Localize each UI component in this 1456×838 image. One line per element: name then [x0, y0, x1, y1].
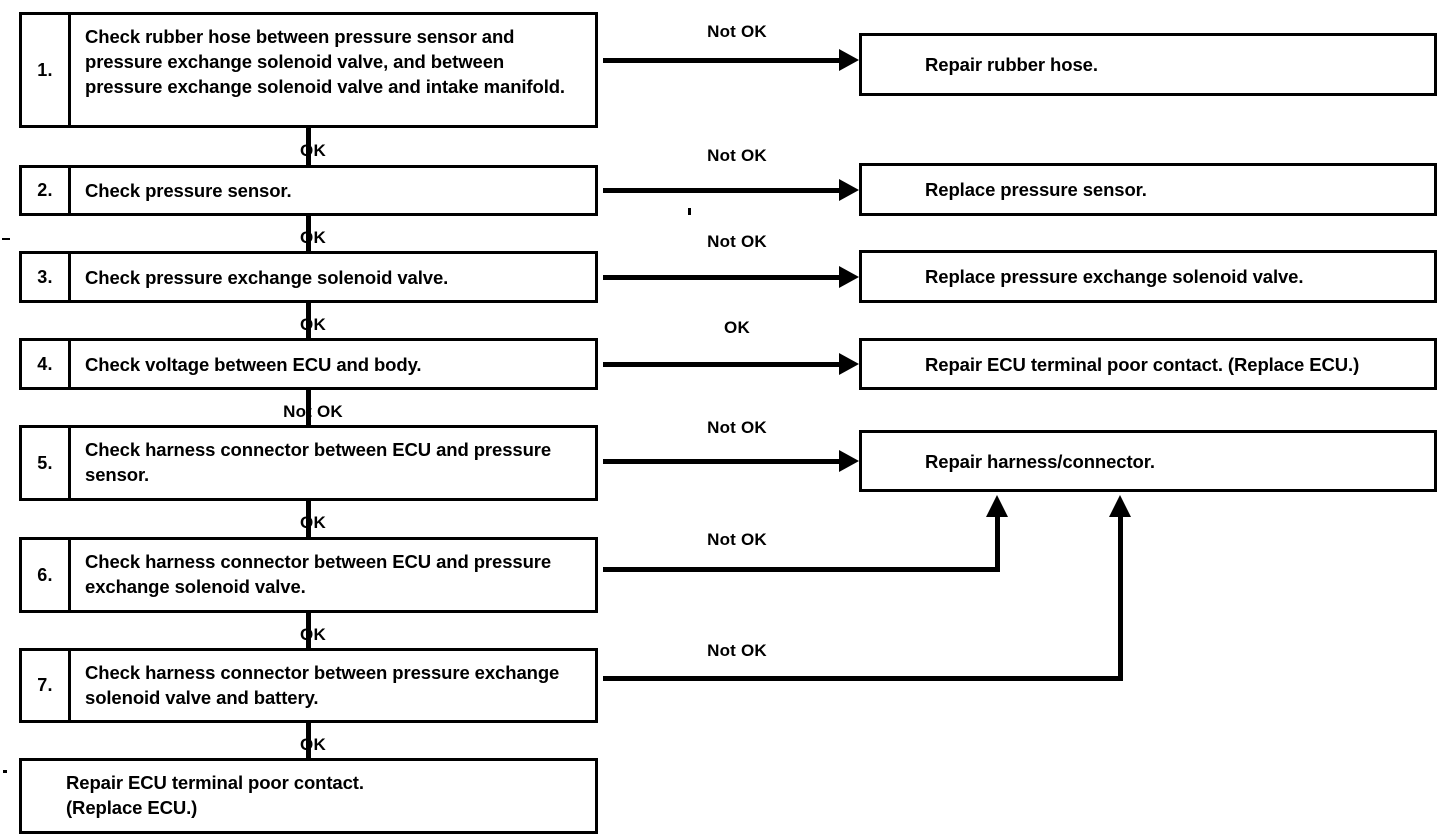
flow-connector-2-3	[306, 216, 311, 251]
branch-arrowhead-5	[839, 450, 859, 472]
final-result-line2: (Replace ECU.)	[66, 797, 198, 818]
outcome-text-3: Replace pressure exchange solenoid valve…	[925, 266, 1304, 287]
flow-label-2-3: OK	[300, 228, 326, 247]
branch-line-4	[603, 362, 839, 367]
scan-speck	[3, 770, 7, 773]
scan-speck	[688, 208, 691, 215]
flow-connector-6-7	[306, 613, 311, 648]
step-box-4[interactable]: 4. Check voltage between ECU and body.	[19, 338, 598, 390]
step-box-1[interactable]: 1. Check rubber hose between pressure se…	[19, 12, 598, 128]
branch-line-5	[603, 459, 839, 464]
branch-line-2	[603, 188, 839, 193]
step-text-7: Check harness connector between pressure…	[85, 662, 560, 708]
flow-label-1-2: OK	[300, 141, 326, 160]
branch-label-2: Not OK	[707, 146, 767, 165]
step-number-4: 4.	[22, 341, 71, 387]
step-number-6: 6.	[22, 540, 71, 610]
outcome-box-repair-harness-connector[interactable]: Repair harness/connector.	[859, 430, 1437, 492]
outcome-text-5: Repair harness/connector.	[925, 450, 1155, 472]
flow-connector-7-final	[306, 723, 311, 758]
flow-connector-1-2	[306, 128, 311, 165]
branch-arrowhead-2	[839, 179, 859, 201]
branch-line-7	[603, 676, 1123, 681]
branch-label-6: Not OK	[707, 530, 767, 549]
outcome-text-4: Repair ECU terminal poor contact. (Repla…	[925, 353, 1360, 375]
branch-arrowhead-7	[1109, 495, 1131, 517]
step-number-5: 5.	[22, 428, 71, 498]
branch-label-1: Not OK	[707, 22, 767, 41]
step-box-5[interactable]: 5. Check harness connector between ECU a…	[19, 425, 598, 501]
branch-line-3	[603, 275, 839, 280]
branch-riser-7	[1118, 516, 1123, 678]
step-text-3: Check pressure exchange solenoid valve.	[85, 266, 449, 288]
branch-line-6	[603, 567, 1000, 572]
scan-speck	[2, 238, 10, 240]
flow-label-3-4: OK	[300, 315, 326, 334]
branch-arrowhead-6	[986, 495, 1008, 517]
outcome-box-replace-pressure-sensor[interactable]: Replace pressure sensor.	[859, 163, 1437, 216]
branch-arrowhead-1	[839, 49, 859, 71]
branch-line-1	[603, 58, 839, 63]
flow-label-4-5: Not OK	[283, 402, 343, 421]
flow-connector-4-5	[306, 390, 311, 425]
flow-connector-5-6	[306, 501, 311, 537]
step-box-2[interactable]: 2. Check pressure sensor.	[19, 165, 598, 216]
step-box-7[interactable]: 7. Check harness connector between press…	[19, 648, 598, 723]
branch-label-5: Not OK	[707, 418, 767, 437]
branch-riser-6	[995, 516, 1000, 569]
step-box-6[interactable]: 6. Check harness connector between ECU a…	[19, 537, 598, 613]
step-number-1: 1.	[22, 15, 71, 125]
flow-connector-3-4	[306, 303, 311, 338]
step-number-3: 3.	[22, 254, 71, 300]
branch-label-3: Not OK	[707, 232, 767, 251]
branch-arrowhead-4	[839, 353, 859, 375]
outcome-text-2: Replace pressure sensor.	[925, 179, 1147, 200]
branch-label-4: OK	[724, 318, 750, 337]
step-box-3[interactable]: 3. Check pressure exchange solenoid valv…	[19, 251, 598, 303]
step-text-5: Check harness connector between ECU and …	[85, 439, 552, 485]
outcome-box-replace-solenoid-valve[interactable]: Replace pressure exchange solenoid valve…	[859, 250, 1437, 303]
outcome-box-repair-ecu-terminal[interactable]: Repair ECU terminal poor contact. (Repla…	[859, 338, 1437, 390]
branch-arrowhead-3	[839, 266, 859, 288]
final-result-box[interactable]: Repair ECU terminal poor contact. (Repla…	[19, 758, 598, 834]
step-text-6: Check harness connector between ECU and …	[85, 551, 552, 597]
outcome-box-repair-rubber-hose[interactable]: Repair rubber hose.	[859, 33, 1437, 96]
step-number-2: 2.	[22, 168, 71, 213]
step-text-1: Check rubber hose between pressure senso…	[85, 26, 565, 97]
flow-label-5-6: OK	[300, 513, 326, 532]
outcome-text-1: Repair rubber hose.	[925, 54, 1098, 75]
step-text-2: Check pressure sensor.	[85, 180, 292, 201]
branch-label-7: Not OK	[707, 641, 767, 660]
step-number-7: 7.	[22, 651, 71, 720]
step-text-4: Check voltage between ECU and body.	[85, 353, 422, 375]
final-result-line1: Repair ECU terminal poor contact.	[66, 772, 364, 793]
flow-label-6-7: OK	[300, 625, 326, 644]
flow-label-7-final: OK	[300, 735, 326, 754]
